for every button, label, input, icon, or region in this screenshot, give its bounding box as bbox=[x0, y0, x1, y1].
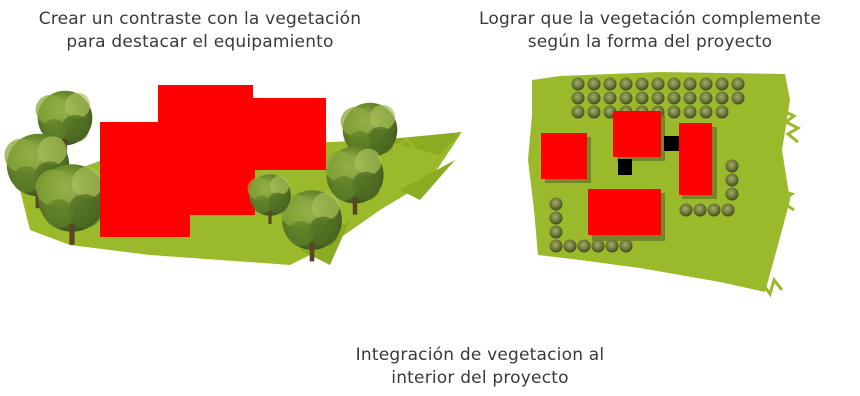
caption-integration-line-2: interior del proyecto bbox=[391, 368, 569, 388]
contrast-illustration bbox=[4, 85, 462, 265]
building-block bbox=[541, 111, 712, 235]
caption-integration-line-1: Integración de vegetacion al bbox=[355, 345, 605, 365]
caption-contrast-line-1: Crear un contraste con la vegetación bbox=[38, 9, 362, 29]
access-path bbox=[618, 136, 681, 175]
caption-complement: Lograr que la vegetación complemente seg… bbox=[440, 8, 860, 54]
plan-illustration bbox=[528, 72, 802, 298]
caption-complement-line-2: según la forma del proyecto bbox=[527, 32, 773, 52]
caption-integration: Integración de vegetacion al interior de… bbox=[270, 344, 690, 390]
building-block bbox=[100, 85, 326, 237]
caption-complement-line-1: Lograr que la vegetación complemente bbox=[478, 9, 822, 29]
caption-contrast: Crear un contraste con la vegetación par… bbox=[0, 8, 400, 54]
caption-contrast-line-2: para destacar el equipamiento bbox=[66, 32, 334, 52]
